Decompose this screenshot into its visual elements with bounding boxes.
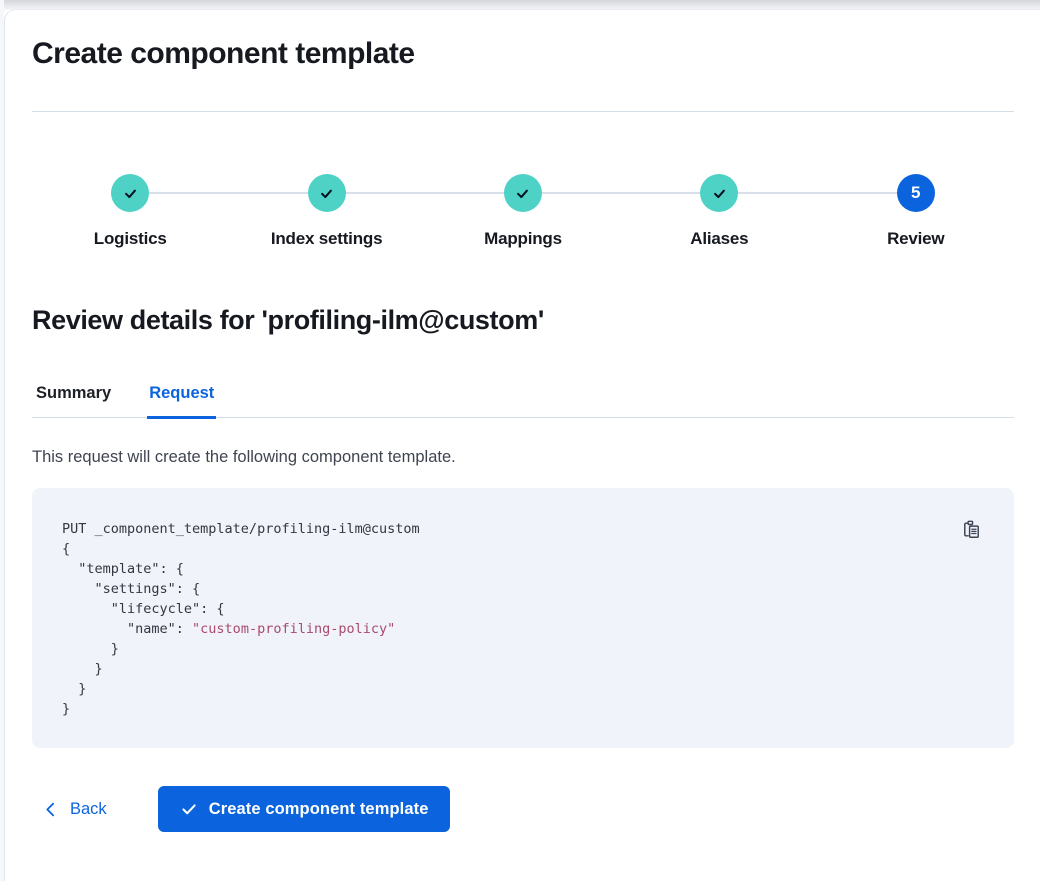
- code-token: }: [62, 681, 87, 697]
- step-label: Mappings: [484, 229, 562, 248]
- code-line: "template": {: [62, 559, 954, 579]
- copy-to-clipboard-button[interactable]: [959, 518, 983, 542]
- create-component-template-button[interactable]: Create component template: [157, 786, 451, 832]
- code-token: }: [62, 641, 119, 657]
- step-label: Logistics: [93, 229, 167, 248]
- request-description: This request will create the following c…: [32, 448, 456, 466]
- step-circle: 5: [896, 174, 935, 212]
- code-token: "name":: [62, 621, 193, 637]
- tab-summary[interactable]: Summary: [34, 384, 113, 419]
- page-title: Create component template: [32, 37, 415, 70]
- content-panel: Create component template Logistics Inde…: [4, 9, 1040, 881]
- step-number: 5: [911, 183, 921, 202]
- review-heading: Review details for 'profiling-ilm@custom…: [32, 305, 544, 335]
- code-token: }: [62, 661, 103, 677]
- wizard-step-mappings[interactable]: Mappings: [425, 174, 621, 249]
- review-tabs: Summary Request: [32, 384, 1014, 419]
- wizard-step-logistics[interactable]: Logistics: [32, 174, 228, 249]
- wizard-step-review: 5 Review: [818, 174, 1014, 249]
- request-code-panel: PUT _component_template/profiling-ilm@cu…: [32, 488, 1014, 748]
- code-line: "lifecycle": {: [62, 599, 954, 619]
- step-circle[interactable]: [111, 174, 150, 212]
- code-line: "settings": {: [62, 579, 954, 599]
- step-label: Aliases: [690, 229, 749, 248]
- back-button-label: Back: [70, 799, 107, 818]
- chevron-left-icon: [46, 802, 55, 816]
- check-icon: [182, 804, 196, 815]
- step-circle[interactable]: [503, 174, 542, 212]
- code-line: PUT _component_template/profiling-ilm@cu…: [62, 519, 954, 539]
- title-divider: [32, 111, 1014, 112]
- code-token: "custom-profiling-policy": [192, 621, 396, 637]
- check-icon: [321, 189, 332, 198]
- wizard-footer: Back Create component template: [32, 786, 1014, 832]
- code-token: {: [62, 541, 71, 557]
- top-shadow: [0, 0, 1040, 10]
- step-label: Index settings: [270, 229, 383, 248]
- request-code: PUT _component_template/profiling-ilm@cu…: [62, 519, 954, 719]
- code-line: }: [62, 639, 954, 659]
- wizard-step-index-settings[interactable]: Index settings: [228, 174, 424, 249]
- wizard-step-aliases[interactable]: Aliases: [621, 174, 817, 249]
- code-token: }: [62, 701, 71, 717]
- tab-request[interactable]: Request: [147, 384, 217, 419]
- code-token: "settings": {: [62, 581, 201, 597]
- code-line: {: [62, 539, 954, 559]
- wizard-stepper: Logistics Index settings Mappings Aliase…: [32, 174, 1014, 249]
- check-icon: [124, 189, 136, 198]
- code-line: }: [62, 659, 954, 679]
- step-circle[interactable]: [700, 174, 739, 212]
- create-button-label: Create component template: [208, 799, 429, 818]
- code-line: "name": "custom-profiling-policy": [62, 619, 954, 639]
- left-gutter: [0, 0, 4, 881]
- check-icon: [517, 189, 529, 198]
- step-label: Review: [887, 229, 945, 248]
- code-token: "template": {: [62, 561, 184, 577]
- code-line: }: [62, 679, 954, 699]
- check-icon: [713, 189, 725, 198]
- back-button[interactable]: Back: [32, 800, 115, 819]
- copy-clipboard-icon: [963, 520, 979, 539]
- code-line: }: [62, 699, 954, 719]
- code-token: PUT _component_template/profiling-ilm@cu…: [62, 521, 420, 537]
- step-circle[interactable]: [307, 174, 346, 212]
- wizard-content: Create component template Logistics Inde…: [5, 36, 1040, 832]
- code-token: "lifecycle": {: [62, 601, 225, 617]
- wizard-steps: Logistics Index settings Mappings Aliase…: [32, 174, 1014, 249]
